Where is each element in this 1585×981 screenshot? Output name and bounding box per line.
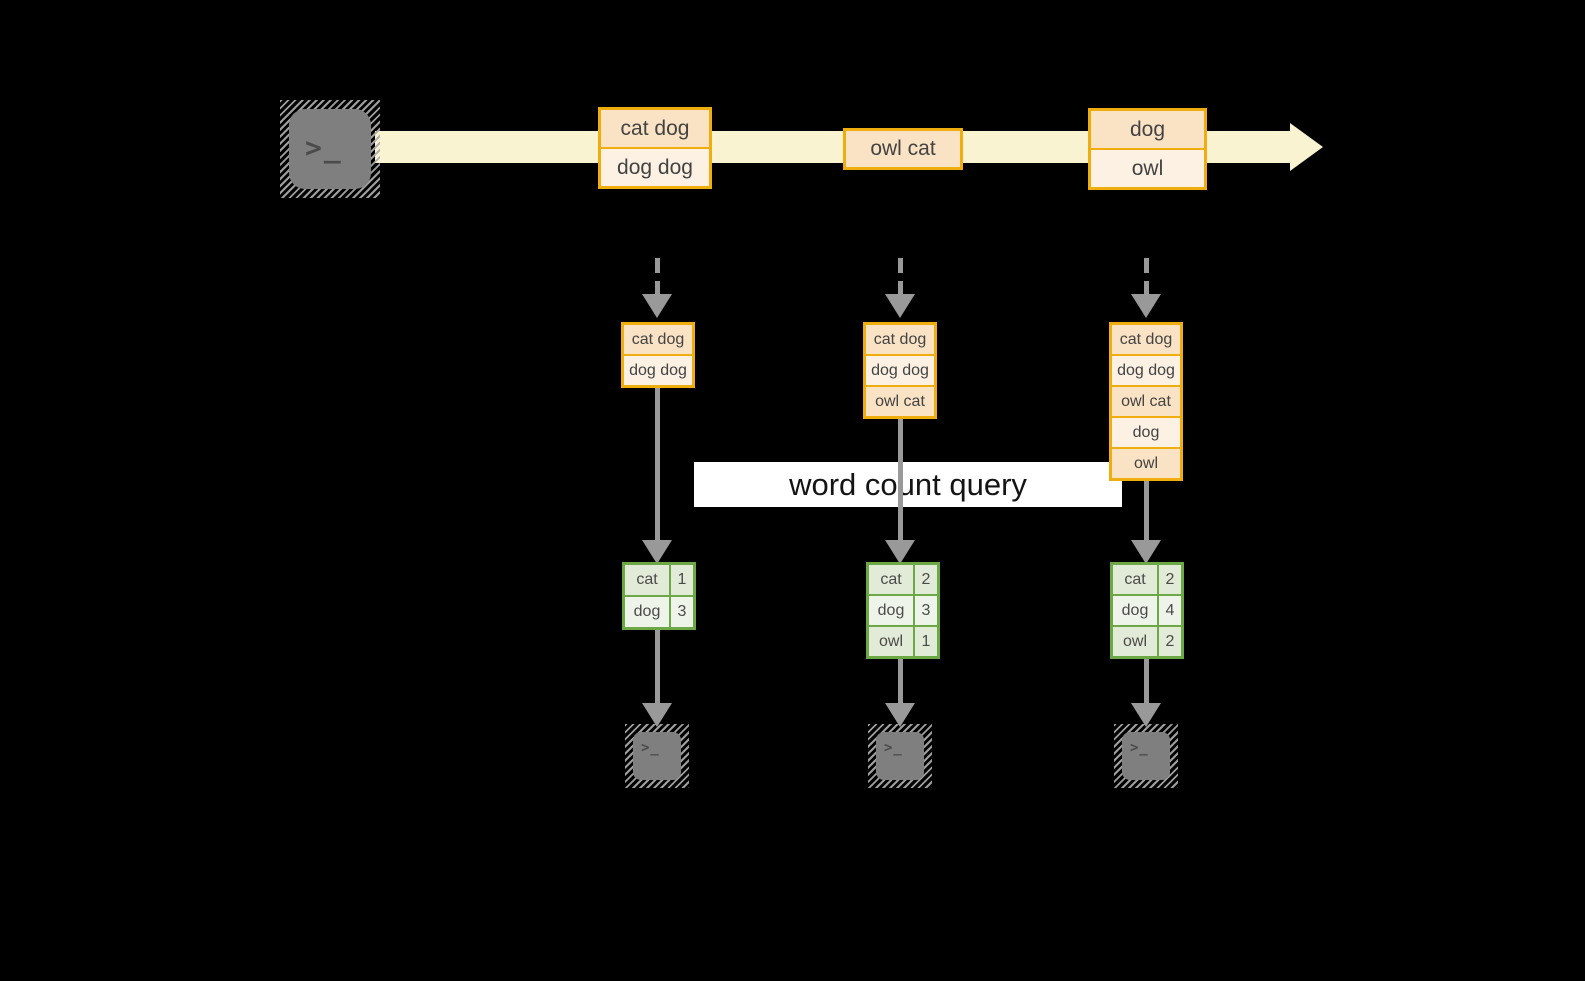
- count-table-3: cat 2 dog 4 owl 2: [1110, 562, 1184, 659]
- query-label: word count query: [694, 462, 1122, 507]
- buffer-row: owl cat: [866, 387, 934, 416]
- buffer-row: owl cat: [1112, 387, 1180, 416]
- ingest-arrow-line-1: [655, 258, 660, 296]
- count-value-cell: 2: [1159, 565, 1181, 594]
- query-arrow-head-1: [642, 540, 672, 564]
- window-buffer-3: cat dog dog dog owl cat dog owl: [1109, 322, 1183, 481]
- terminal-prompt-glyph: >_: [884, 740, 903, 756]
- terminal-screen: >_: [1122, 732, 1170, 780]
- output-arrow-line-1: [655, 630, 660, 703]
- count-word-cell: dog: [625, 597, 669, 627]
- terminal-screen: >_: [633, 732, 681, 780]
- terminal-screen: >_: [289, 109, 371, 189]
- count-word-cell: owl: [869, 627, 913, 656]
- buffer-row: dog: [1112, 418, 1180, 447]
- sink-terminal-icon-2: >_: [868, 724, 932, 788]
- output-arrow-line-2: [898, 659, 903, 703]
- count-value-cell: 1: [671, 565, 693, 595]
- ingest-arrow-head-1: [642, 294, 672, 318]
- stream-event-text: owl: [1091, 150, 1204, 187]
- stream-arrow-head: [1290, 123, 1323, 171]
- count-word-cell: owl: [1113, 627, 1157, 656]
- buffer-row: owl: [1112, 449, 1180, 478]
- query-arrow-head-2: [885, 540, 915, 564]
- count-word-cell: cat: [625, 565, 669, 595]
- terminal-prompt-glyph: >_: [305, 131, 343, 164]
- output-arrow-line-3: [1144, 659, 1149, 703]
- count-value-cell: 3: [915, 596, 937, 625]
- output-arrow-head-1: [642, 703, 672, 727]
- stream-event-text: dog dog: [601, 149, 709, 186]
- output-arrow-head-3: [1131, 703, 1161, 727]
- ingest-arrow-head-2: [885, 294, 915, 318]
- count-value-cell: 4: [1159, 596, 1181, 625]
- buffer-row: dog dog: [624, 356, 692, 385]
- buffer-row: cat dog: [624, 325, 692, 354]
- buffer-row: dog dog: [866, 356, 934, 385]
- count-word-cell: dog: [869, 596, 913, 625]
- stream-event-text: dog: [1091, 111, 1204, 148]
- buffer-row: cat dog: [1112, 325, 1180, 354]
- ingest-arrow-line-2: [898, 258, 903, 296]
- stream-event-text: cat dog: [601, 110, 709, 147]
- terminal-screen: >_: [876, 732, 924, 780]
- count-word-cell: cat: [869, 565, 913, 594]
- count-word-cell: cat: [1113, 565, 1157, 594]
- count-table-1: cat 1 dog 3: [622, 562, 696, 630]
- query-arrow-head-3: [1131, 540, 1161, 564]
- output-arrow-head-2: [885, 703, 915, 727]
- window-buffer-2: cat dog dog dog owl cat: [863, 322, 937, 419]
- stream-event-box-3: dog owl: [1088, 108, 1207, 190]
- count-value-cell: 2: [915, 565, 937, 594]
- count-value-cell: 3: [671, 597, 693, 627]
- buffer-row: cat dog: [866, 325, 934, 354]
- query-arrow-line-2: [898, 419, 903, 540]
- ingest-arrow-head-3: [1131, 294, 1161, 318]
- query-arrow-line-1: [655, 388, 660, 540]
- ingest-arrow-line-3: [1144, 258, 1149, 296]
- count-word-cell: dog: [1113, 596, 1157, 625]
- count-value-cell: 2: [1159, 627, 1181, 656]
- query-arrow-line-3: [1144, 481, 1149, 540]
- window-buffer-1: cat dog dog dog: [621, 322, 695, 388]
- stream-event-box-2: owl cat: [843, 128, 963, 170]
- stream-event-box-1: cat dog dog dog: [598, 107, 712, 189]
- terminal-prompt-glyph: >_: [641, 740, 660, 756]
- count-value-cell: 1: [915, 627, 937, 656]
- source-terminal-icon: >_: [280, 100, 380, 198]
- sink-terminal-icon-3: >_: [1114, 724, 1178, 788]
- buffer-row: dog dog: [1112, 356, 1180, 385]
- stream-event-text: owl cat: [846, 131, 960, 167]
- terminal-prompt-glyph: >_: [1130, 740, 1149, 756]
- sink-terminal-icon-1: >_: [625, 724, 689, 788]
- count-table-2: cat 2 dog 3 owl 1: [866, 562, 940, 659]
